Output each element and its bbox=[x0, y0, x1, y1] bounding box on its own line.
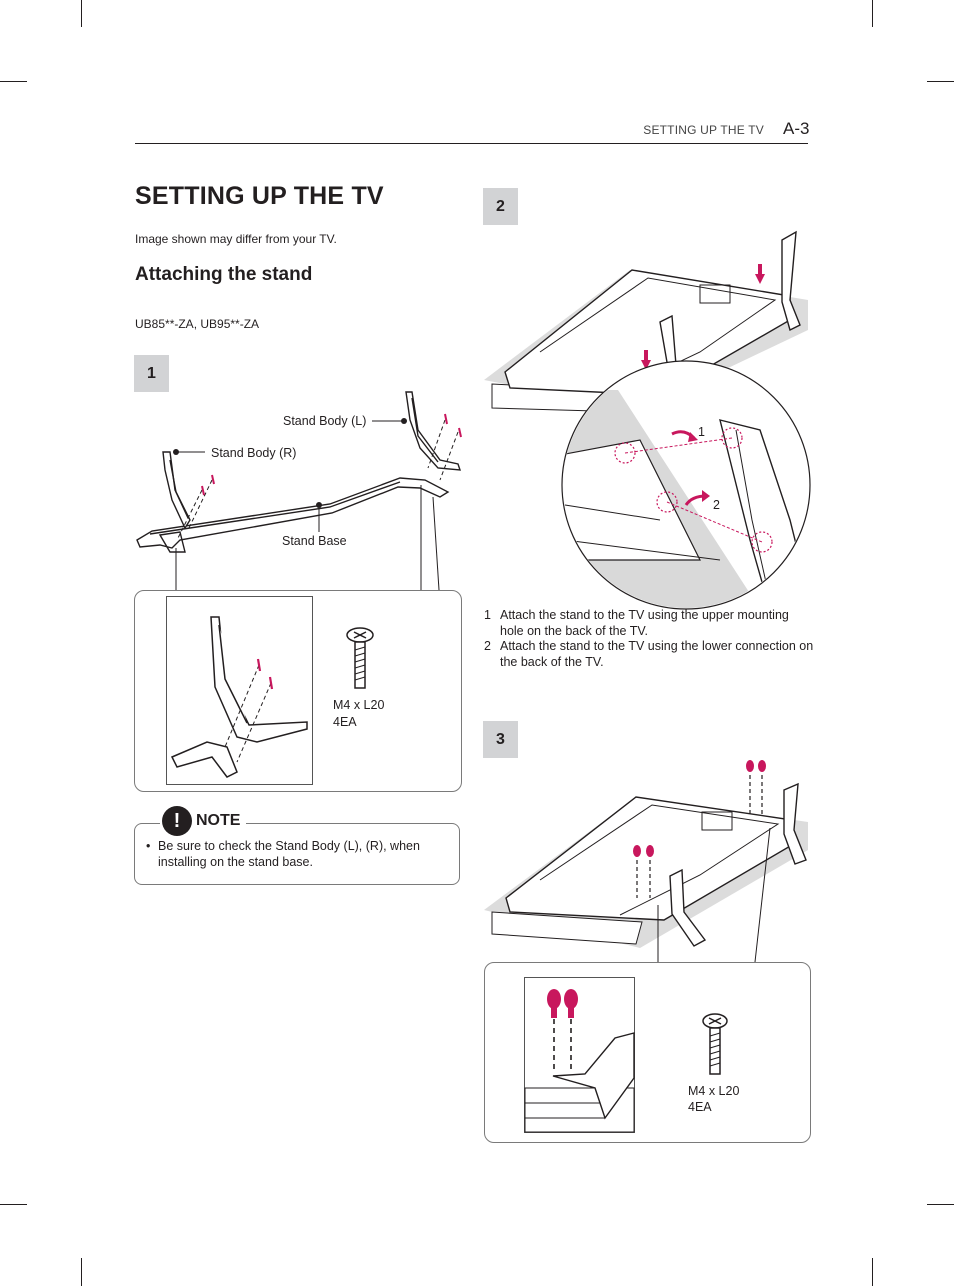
running-header: SETTING UP THE TV bbox=[643, 123, 764, 137]
section-subtitle: Attaching the stand bbox=[135, 264, 313, 285]
screw-detail-drawing bbox=[524, 989, 635, 1133]
header-divider bbox=[135, 143, 808, 144]
page-title: SETTING UP THE TV bbox=[135, 182, 384, 210]
instruction-text: Attach the stand to the TV using the upp… bbox=[500, 608, 789, 638]
note-header: ! NOTE bbox=[160, 806, 247, 836]
screw-qty-label: 4EA bbox=[688, 1100, 712, 1114]
step-3-badge: 3 bbox=[483, 721, 518, 758]
crop-mark bbox=[81, 0, 82, 27]
warning-icon: ! bbox=[162, 806, 192, 836]
disclaimer-text: Image shown may differ from your TV. bbox=[135, 232, 337, 246]
stand-detail-drawing bbox=[170, 616, 308, 778]
crop-mark bbox=[872, 0, 873, 27]
note-label: NOTE bbox=[196, 812, 241, 829]
crop-mark bbox=[872, 1258, 873, 1286]
stand-body-r-label: Stand Body (R) bbox=[211, 446, 297, 460]
instruction-1: 1 Attach the stand to the TV using the u… bbox=[484, 607, 814, 639]
crop-mark bbox=[927, 81, 954, 82]
callout-1: 1 bbox=[698, 425, 705, 439]
crop-mark bbox=[0, 1204, 27, 1205]
screw-qty-label: 4EA bbox=[333, 715, 357, 729]
step-2-badge: 2 bbox=[483, 188, 518, 225]
note-body: Be sure to check the Stand Body (L), (R)… bbox=[158, 839, 420, 869]
note-box bbox=[134, 823, 460, 885]
instruction-number: 2 bbox=[484, 639, 491, 653]
note-text: • Be sure to check the Stand Body (L), (… bbox=[146, 838, 446, 870]
crop-mark bbox=[927, 1204, 954, 1205]
instruction-text: Attach the stand to the TV using the low… bbox=[500, 639, 814, 669]
stand-body-l-label: Stand Body (L) bbox=[283, 414, 367, 428]
step-1-badge: 1 bbox=[134, 355, 169, 392]
screw-icon bbox=[346, 627, 374, 689]
instruction-number: 1 bbox=[484, 608, 491, 622]
callout-2: 2 bbox=[713, 498, 720, 512]
stand-base-label: Stand Base bbox=[282, 534, 347, 548]
screw-size-label: M4 x L20 bbox=[688, 1084, 740, 1098]
crop-mark bbox=[0, 81, 27, 82]
instruction-2: 2 Attach the stand to the TV using the l… bbox=[484, 638, 814, 670]
crop-mark bbox=[81, 1258, 82, 1286]
bullet-icon: • bbox=[146, 839, 151, 853]
step-1-detail-image bbox=[166, 596, 313, 785]
screw-icon bbox=[702, 1013, 728, 1075]
page-number: A-3 bbox=[783, 119, 810, 138]
step-3-detail-image bbox=[524, 977, 635, 1133]
screw-size-label: M4 x L20 bbox=[333, 698, 385, 712]
model-list: UB85**-ZA, UB95**-ZA bbox=[135, 317, 260, 331]
